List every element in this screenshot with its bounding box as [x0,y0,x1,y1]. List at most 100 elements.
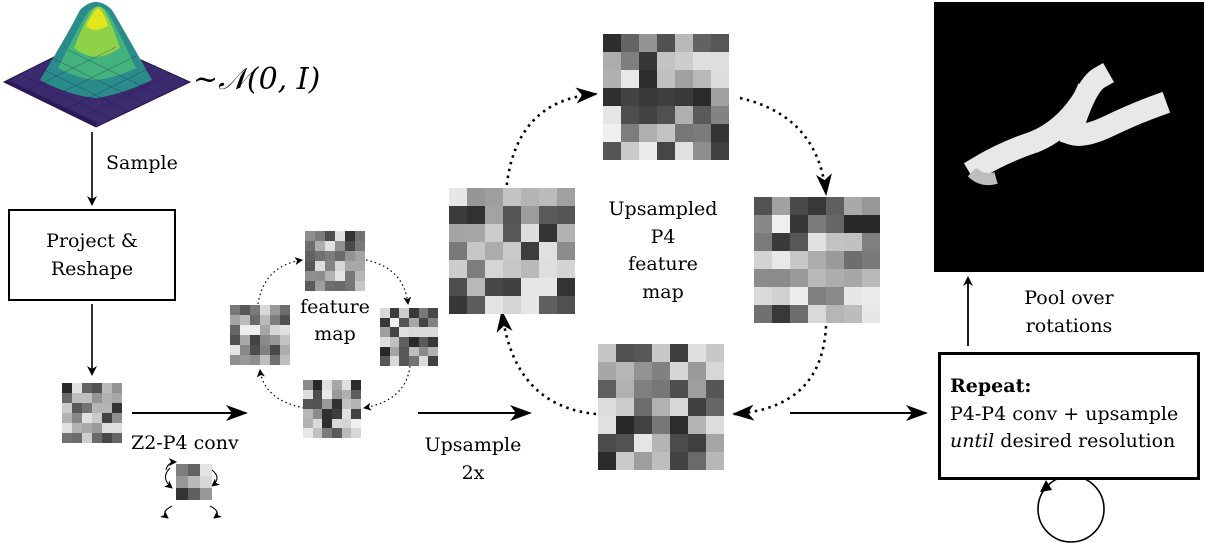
pixel-cell [621,106,639,124]
pixel-cell [754,251,772,269]
pixel-cell [688,398,706,416]
pixel-cell [639,34,657,52]
repeat-until: until [950,430,995,453]
project-reshape-label: Project & Reshape [10,228,174,283]
pixel-cell [399,346,409,357]
pixel-cell [305,231,315,241]
pool-label: Pool over rotations [1006,285,1132,340]
pixel-cell [688,380,706,398]
pixel-cell [355,281,365,291]
pixel-cell [325,241,335,251]
p4-line-3: map [314,323,356,346]
pixel-cell [772,233,790,251]
pixel-cell [557,206,575,224]
pixel-cell [675,70,693,88]
pixel-cell [485,188,503,206]
pixel-cell [503,296,521,314]
pixel-cell [711,34,729,52]
pixel-cell [539,296,557,314]
pixel-cell [409,308,419,318]
pixel-cell [485,206,503,224]
pixel-cell [389,356,400,366]
pixel-cell [844,305,862,323]
pixel-cell [399,356,409,366]
digit-strokes [963,62,1171,186]
pixel-cell [399,337,409,347]
pixel-cell [862,305,880,323]
pixel-cell [380,308,390,318]
pixel-cell [639,52,657,70]
pixel-cell [485,224,503,242]
pixel-cell [355,251,365,261]
pixel-cell [844,251,862,269]
pixel-cell [428,327,438,337]
pixel-cell [345,281,355,291]
pixel-cell [305,281,315,291]
pixel-cell [693,88,711,106]
pixel-cell [521,206,539,224]
repeat-box: Repeat: P4-P4 conv + upsample until desi… [938,352,1200,480]
pixel-cell [808,287,826,305]
pixel-cell [503,242,521,260]
pixel-cell [335,241,345,251]
pixel-cell [634,362,652,380]
pixel-cell [772,197,790,215]
repeat-loop-icon [1037,475,1105,543]
pixel-cell [826,269,844,287]
pixel-cell [335,251,345,261]
pixel-cell [260,305,270,315]
pixel-cell [598,362,616,380]
pixel-cell [706,434,724,452]
pixel-cell [312,399,323,409]
pixel-cell [230,325,240,335]
pixel-cell [399,317,409,328]
pixel-cell [557,278,575,296]
pixel-cell [826,215,844,233]
pixel-cell [102,383,112,393]
pixel-cell [598,416,616,434]
pixel-cell [639,88,657,106]
pixel-cell [428,337,438,347]
pixel-cell [325,281,335,291]
pixel-cell [102,413,112,423]
pixel-cell [675,34,693,52]
pixel-cell [389,337,400,347]
pixel-cell [305,271,315,281]
pixel-cell [754,305,772,323]
pixel-cell [844,215,862,233]
pixel-cell [270,345,280,355]
pixel-cell [341,399,352,409]
pixel-cell [82,433,92,443]
pixel-cell [754,287,772,305]
pixel-cell [72,393,82,403]
pixel-cell [844,287,862,305]
pixel-cell [280,325,290,335]
pixel-cell [670,344,688,362]
pixel-cell [598,398,616,416]
pixel-cell [639,142,657,160]
pixel-cell [657,70,675,88]
pixel-cell [322,428,332,438]
upsampled-map-right [754,197,880,323]
pixel-cell [754,215,772,233]
pixel-cell [250,325,260,335]
pixel-cell [670,452,688,470]
generated-digit-image [934,2,1204,272]
pixel-cell [380,346,390,357]
pixel-cell [335,281,345,291]
up-p4-line-4: map [642,280,684,303]
pixel-cell [521,296,539,314]
pixel-cell [200,488,212,500]
pixel-cell [230,315,240,325]
pixel-cell [315,261,325,271]
pixel-cell [826,251,844,269]
pixel-cell [557,224,575,242]
pixel-cell [670,416,688,434]
pixel-cell [305,241,315,251]
pixel-cell [539,278,557,296]
pixel-cell [539,260,557,278]
pixel-cell [315,231,325,241]
pixel-cell [539,242,557,260]
pixel-cell [557,260,575,278]
